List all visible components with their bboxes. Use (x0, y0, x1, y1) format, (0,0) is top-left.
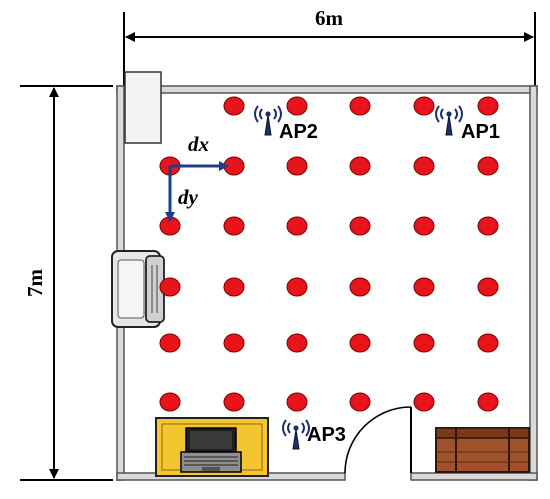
reference-point (349, 216, 371, 236)
reference-point (477, 277, 499, 297)
reference-point (159, 392, 181, 412)
reference-point (159, 333, 181, 353)
reference-point (477, 216, 499, 236)
access-point-ap2: AP2 (254, 105, 318, 143)
door-icon (344, 406, 412, 474)
reference-point (286, 277, 308, 297)
step-arrows: dx dy (165, 132, 229, 222)
reference-point (223, 277, 245, 297)
reference-point (349, 392, 371, 412)
reference-point (286, 156, 308, 176)
reference-point-grid (159, 96, 499, 412)
chest-icon (435, 427, 530, 473)
antenna-icon (254, 105, 282, 136)
reference-point (349, 277, 371, 297)
antenna-icon (282, 419, 310, 450)
reference-point (223, 392, 245, 412)
reference-point (477, 96, 499, 116)
dy-label: dy (178, 185, 199, 209)
reference-point (413, 333, 435, 353)
reference-point (223, 96, 245, 116)
access-point-label: AP2 (279, 121, 318, 143)
access-point-label: AP3 (307, 424, 346, 446)
reference-point (413, 277, 435, 297)
antenna-icon (435, 105, 463, 136)
reference-point (286, 333, 308, 353)
reference-point (413, 156, 435, 176)
reference-point (223, 216, 245, 236)
reference-point (223, 333, 245, 353)
printer-icon (111, 250, 165, 328)
access-point-ap1: AP1 (435, 105, 500, 143)
reference-point (477, 392, 499, 412)
reference-point (286, 216, 308, 236)
dx-label: dx (188, 132, 209, 156)
reference-point (477, 156, 499, 176)
reference-point (159, 277, 181, 297)
width-dimension: 6m (123, 6, 536, 88)
reference-point (413, 96, 435, 116)
laptop-icon (180, 427, 242, 473)
reference-point (349, 96, 371, 116)
height-label: 7m (23, 269, 47, 298)
desk (155, 417, 269, 477)
reference-point (286, 392, 308, 412)
reference-point (477, 333, 499, 353)
height-dimension: 7m (20, 85, 113, 481)
shelf-icon (124, 71, 162, 144)
width-label: 6m (315, 6, 344, 30)
access-point-ap3: AP3 (282, 419, 346, 450)
reference-point (413, 216, 435, 236)
reference-point (349, 156, 371, 176)
reference-point (349, 333, 371, 353)
reference-point (286, 96, 308, 116)
access-point-label: AP1 (461, 121, 500, 143)
reference-point (413, 392, 435, 412)
